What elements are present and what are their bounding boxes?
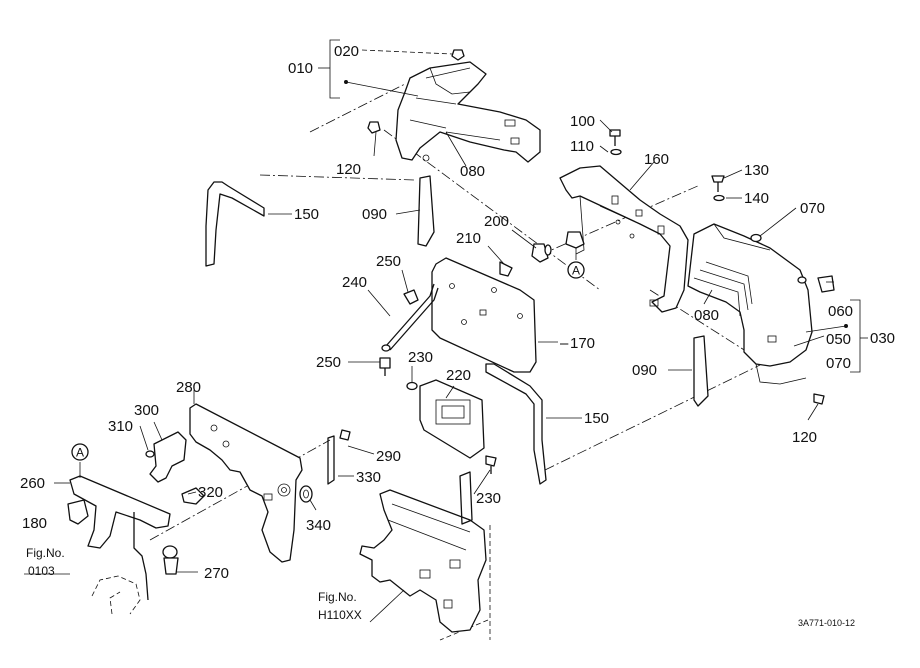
- label-300: 300: [134, 402, 159, 419]
- screw-250-upper: [403, 289, 419, 305]
- group-bracket-030: [805, 299, 868, 373]
- knob-270: [162, 545, 179, 575]
- label-220: 220: [446, 367, 471, 384]
- screw-250-lower: [379, 357, 391, 376]
- side-panel-upper: [395, 61, 541, 163]
- clip-060: [817, 275, 835, 293]
- label-150-left: 150: [294, 206, 319, 223]
- label-250-upper: 250: [376, 253, 401, 270]
- panel-280: [189, 403, 303, 563]
- svg-text:Fig.No.: Fig.No.: [318, 590, 357, 604]
- part-labels: 010 020 120 080 150 090 100 110 160 130 …: [20, 43, 895, 582]
- handle-150-right: [485, 363, 547, 485]
- grommet-070: [750, 233, 807, 284]
- nut-230: [406, 381, 418, 391]
- rod-240: [381, 283, 439, 352]
- leader-lines: [24, 119, 834, 623]
- label-090-lower: 090: [632, 362, 657, 379]
- label-080-upper: 080: [460, 163, 485, 180]
- bolt-100: [609, 129, 622, 156]
- label-290: 290: [376, 448, 401, 465]
- label-170: 170: [570, 335, 595, 352]
- label-020: 020: [334, 43, 359, 60]
- grommet-340: [299, 485, 313, 503]
- bracket-220: [419, 379, 485, 459]
- side-cover-right: [687, 223, 813, 385]
- label-070-lower: 070: [826, 355, 851, 372]
- label-280: 280: [176, 379, 201, 396]
- figure-ref-h110xx: Fig.No. H110XX: [318, 590, 362, 622]
- bolt-120b: [813, 393, 825, 405]
- svg-text:A: A: [76, 446, 84, 460]
- bolt-230: [485, 455, 497, 474]
- label-140: 140: [744, 190, 769, 207]
- svg-text:A: A: [572, 264, 580, 278]
- bracket-260: [69, 475, 171, 601]
- label-170-dash: –: [560, 335, 569, 352]
- label-150-right: 150: [584, 410, 609, 427]
- label-260: 260: [20, 475, 45, 492]
- handle-150-left: [205, 181, 265, 267]
- label-120-upper: 120: [336, 161, 361, 178]
- plate-170: [431, 257, 537, 373]
- bolt-130: [711, 175, 725, 202]
- lower-console: [359, 471, 487, 633]
- bracket-210: [565, 231, 585, 249]
- clip-320: [181, 487, 205, 505]
- label-180: 180: [22, 515, 47, 532]
- drawing-code: 3A771-010-12: [798, 618, 855, 628]
- clip-300: [149, 431, 187, 483]
- label-230-upper: 230: [408, 349, 433, 366]
- label-090-upper: 090: [362, 206, 387, 223]
- figure-ref-0103: Fig.No. 0103: [26, 546, 65, 578]
- label-060: 060: [828, 303, 853, 320]
- label-210: 210: [456, 230, 481, 247]
- label-130: 130: [744, 162, 769, 179]
- svg-text:0103: 0103: [28, 564, 55, 578]
- clip-200: [531, 243, 552, 263]
- label-340: 340: [306, 517, 331, 534]
- cap-180: [67, 499, 89, 525]
- label-310: 310: [108, 418, 133, 435]
- label-250-lower: 250: [316, 354, 341, 371]
- label-240: 240: [342, 274, 367, 291]
- label-010: 010: [288, 60, 313, 77]
- label-050: 050: [826, 331, 851, 348]
- label-030: 030: [870, 330, 895, 347]
- label-120-lower: 120: [792, 429, 817, 446]
- svg-text:H110XX: H110XX: [318, 608, 362, 622]
- screw-310: [145, 450, 155, 458]
- screw-210: [499, 261, 513, 277]
- label-080-lower: 080: [694, 307, 719, 324]
- grip-090-upper: [417, 175, 435, 247]
- label-200: 200: [484, 213, 509, 230]
- svg-text:Fig.No.: Fig.No.: [26, 546, 65, 560]
- nut-020: [451, 49, 465, 61]
- pin-330: [327, 435, 335, 485]
- bolt-120a: [367, 121, 381, 134]
- label-230-lower: 230: [476, 490, 501, 507]
- label-270: 270: [204, 565, 229, 582]
- label-070-upper: 070: [800, 200, 825, 217]
- reference-a-upper: A: [567, 261, 585, 279]
- group-bracket-010: [318, 39, 453, 99]
- grip-090-lower: [693, 335, 709, 407]
- label-320: 320: [198, 484, 223, 501]
- label-100: 100: [570, 113, 595, 130]
- label-330: 330: [356, 469, 381, 486]
- label-160: 160: [644, 151, 669, 168]
- reference-a-lower: A: [71, 443, 89, 461]
- label-110: 110: [570, 138, 594, 155]
- fig-0103-phantom: [91, 575, 141, 615]
- stud-290: [339, 429, 351, 441]
- frame-160: [559, 165, 689, 313]
